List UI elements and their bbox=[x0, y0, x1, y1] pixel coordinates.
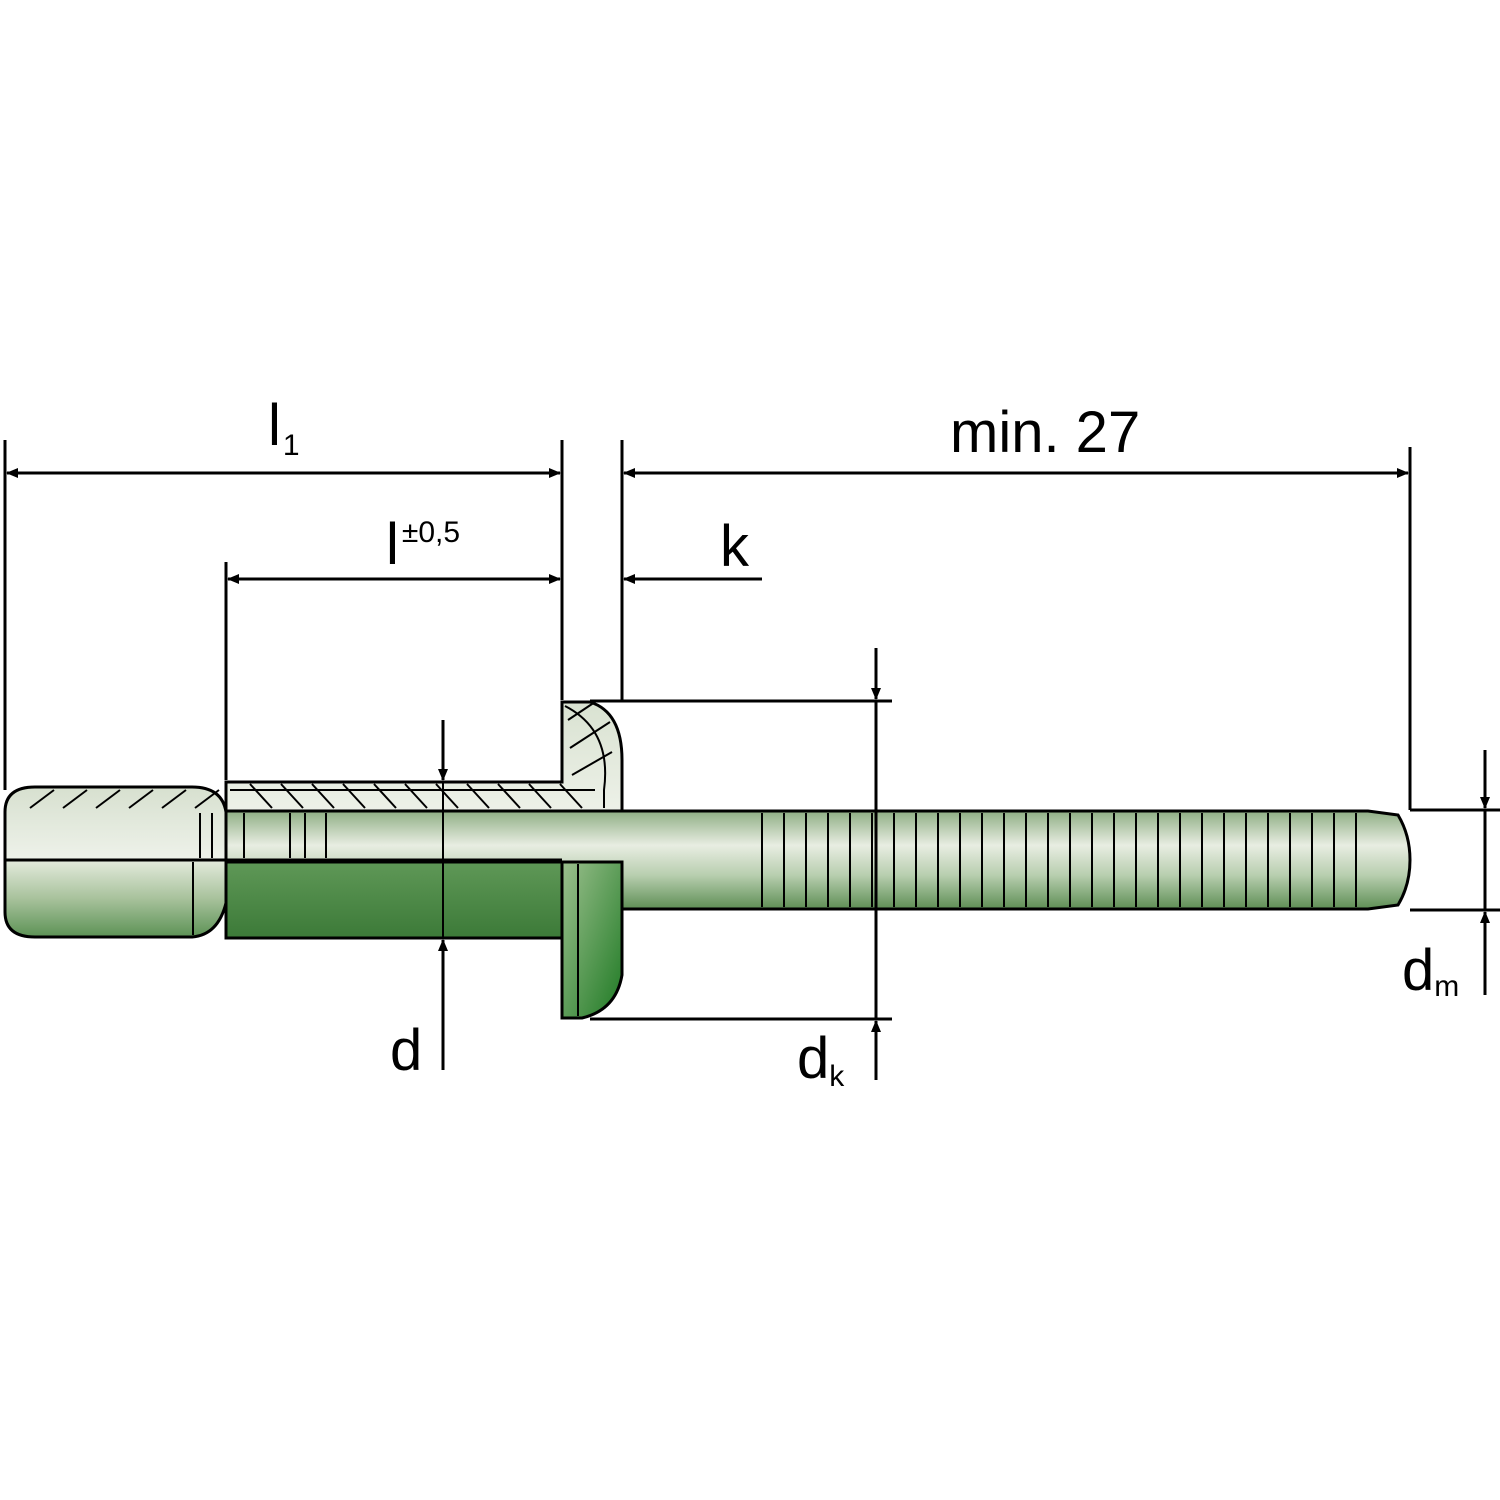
hatch-line bbox=[559, 783, 583, 809]
hatch-line bbox=[567, 701, 596, 721]
hatch-line bbox=[404, 783, 428, 809]
rivet-body-hatching bbox=[249, 701, 613, 809]
hatch-line bbox=[373, 783, 397, 809]
hatch-line bbox=[29, 789, 55, 809]
hatch-line bbox=[528, 783, 552, 809]
hatch-line bbox=[280, 783, 304, 809]
hatch-line bbox=[435, 783, 459, 809]
rivet-part bbox=[3, 700, 1412, 1020]
label-k: k bbox=[720, 514, 750, 579]
hatch-line bbox=[497, 783, 521, 809]
hatch-line bbox=[569, 721, 611, 749]
rivet-head-lower bbox=[560, 860, 624, 1020]
hatch-line bbox=[128, 789, 154, 809]
collar-hatching bbox=[29, 789, 220, 809]
label-min27: min. 27 bbox=[950, 400, 1140, 465]
label-l: l±0,5 bbox=[386, 512, 460, 577]
hatch-line bbox=[62, 789, 88, 809]
rivet-sleeve-lower bbox=[224, 860, 564, 940]
hatch-line bbox=[249, 783, 273, 809]
hatch-line bbox=[95, 789, 121, 809]
hatch-line bbox=[466, 783, 490, 809]
label-dm: dm bbox=[1402, 938, 1459, 1003]
hatch-line bbox=[194, 789, 220, 809]
collar-upper-section bbox=[3, 785, 228, 862]
dimension-lines bbox=[3, 440, 1500, 1080]
label-d: d bbox=[390, 1018, 422, 1083]
hatch-line bbox=[161, 789, 187, 809]
hatch-line bbox=[311, 783, 335, 809]
mandrel-grooves bbox=[761, 813, 1357, 907]
label-l1: l1 bbox=[268, 393, 300, 462]
label-dk: dk bbox=[797, 1026, 845, 1093]
collar-lower-section bbox=[3, 858, 228, 939]
hatch-line bbox=[571, 751, 613, 776]
dimension-labels: l1 min. 27 l±0,5 k d dk dm bbox=[268, 393, 1459, 1093]
rivet-body-upper-section bbox=[224, 700, 624, 813]
hatch-line bbox=[342, 783, 366, 809]
